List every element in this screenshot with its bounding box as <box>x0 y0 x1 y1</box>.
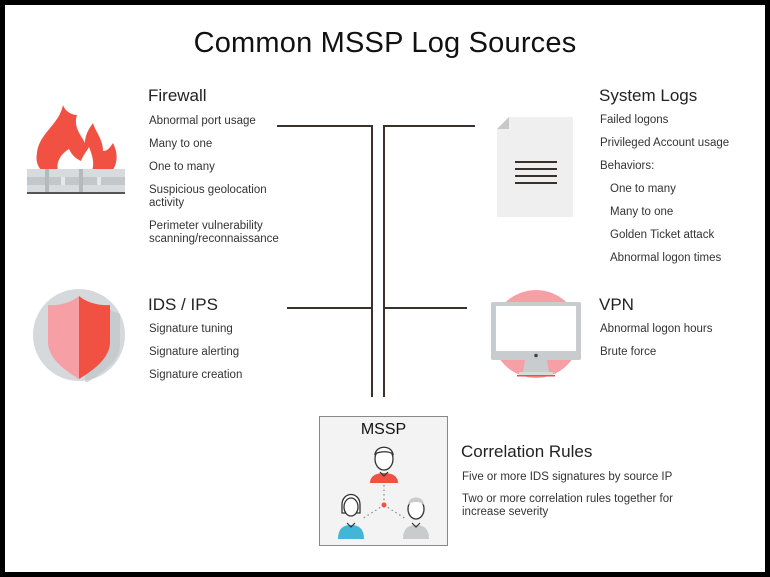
document-icon <box>497 117 573 217</box>
system-logs-item: Behaviors: <box>600 160 655 172</box>
vpn-item: Brute force <box>600 346 657 358</box>
firewall-title: Firewall <box>148 86 207 105</box>
shield-icon <box>33 289 125 382</box>
system-logs-title: System Logs <box>599 86 698 105</box>
behavior-item: Abnormal logon times <box>610 252 722 264</box>
diagram-canvas: Common MSSP Log Sources Firewall Abnorma… <box>5 5 765 572</box>
ids-ips-item: Signature tuning <box>149 323 233 335</box>
vpn-title: VPN <box>599 295 634 314</box>
firewall-item: Abnormal port usage <box>149 115 256 127</box>
correlation-rules-title: Correlation Rules <box>461 442 593 461</box>
correlation-rule-item: Two or more correlation rules together f… <box>462 493 673 518</box>
connector-firewall <box>277 125 373 127</box>
monitor-icon <box>491 290 581 378</box>
mssp-box: MSSP <box>319 416 448 546</box>
connector-trunk-right <box>383 125 385 397</box>
connector-ids <box>287 307 371 309</box>
vpn-item: Abnormal logon hours <box>600 323 713 335</box>
firewall-icon <box>27 105 125 194</box>
behavior-item: Many to one <box>610 206 674 218</box>
system-logs-item: Failed logons <box>600 114 669 126</box>
connector-vpn <box>385 307 467 309</box>
behavior-item: One to many <box>610 183 676 195</box>
correlation-rule-item: Five or more IDS signatures by source IP <box>462 471 673 483</box>
mssp-label: MSSP <box>360 421 407 438</box>
system-logs-item: Privileged Account usage <box>600 137 730 149</box>
behavior-item: Golden Ticket attack <box>610 229 715 241</box>
team-network-icon <box>338 446 429 539</box>
firewall-item: Many to one <box>149 138 213 150</box>
page-title: Common MSSP Log Sources <box>193 27 577 59</box>
connector-syslogs <box>383 125 475 127</box>
ids-ips-item: Signature alerting <box>149 346 240 358</box>
firewall-item: Perimeter vulnerability scanning/reconna… <box>149 220 279 245</box>
firewall-item: Suspicious geolocation activity <box>149 184 267 209</box>
ids-ips-item: Signature creation <box>149 369 243 381</box>
firewall-item: One to many <box>149 161 215 173</box>
connector-trunk-left <box>371 125 373 397</box>
ids-ips-title: IDS / IPS <box>148 295 218 314</box>
